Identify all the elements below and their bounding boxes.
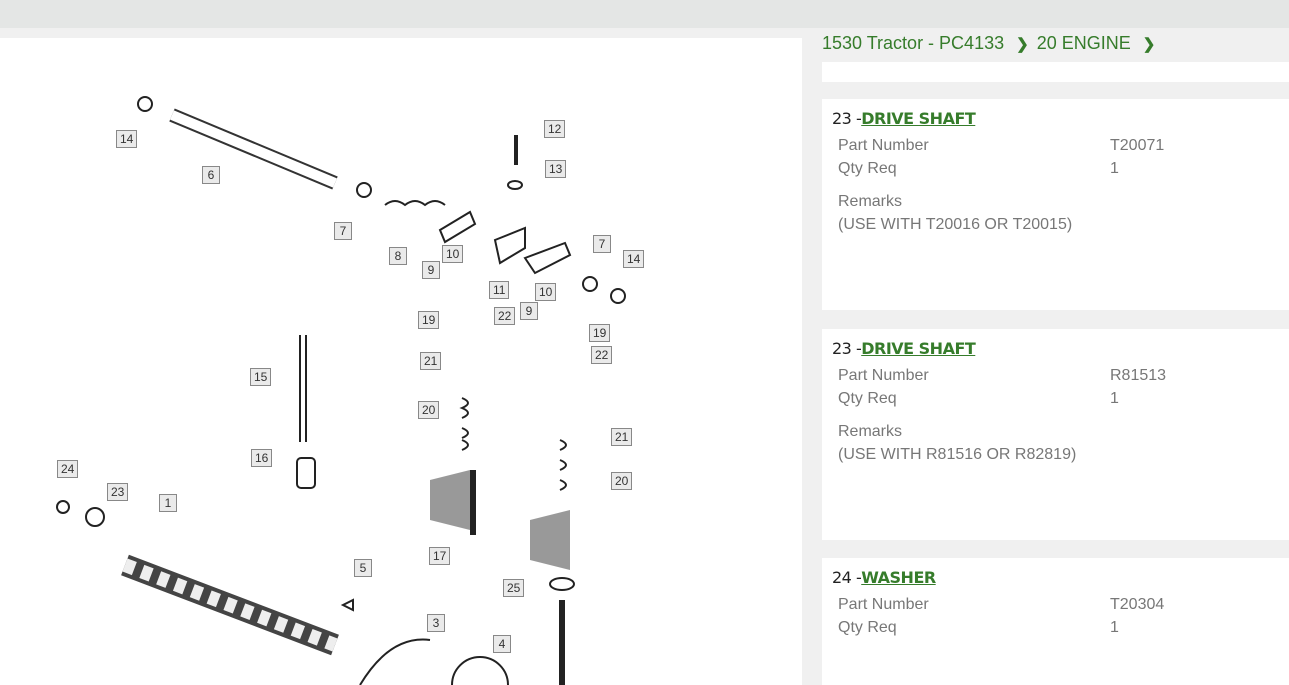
spacer-panel xyxy=(822,62,1289,82)
callout-label[interactable]: 11 xyxy=(489,281,510,299)
part-number-label: Part Number xyxy=(838,367,929,384)
top-bar xyxy=(0,0,1289,28)
callout-label[interactable]: 15 xyxy=(250,368,272,386)
part-number-label: Part Number xyxy=(838,596,929,613)
callout-label[interactable]: 9 xyxy=(422,261,440,279)
part-name-link[interactable]: DRIVE SHAFT xyxy=(861,339,976,358)
qty-label: Qty Req xyxy=(838,160,897,177)
callout-label[interactable]: 16 xyxy=(251,449,273,467)
callout-label[interactable]: 22 xyxy=(494,307,516,325)
callout-label[interactable]: 13 xyxy=(545,160,567,178)
qty-value: 1 xyxy=(1110,390,1119,407)
remarks-label: Remarks xyxy=(838,423,903,440)
part-item-number: 24 - xyxy=(832,568,862,587)
part-card: 24 -WASHER Part Number T20304 Qty Req 1 xyxy=(822,558,1289,685)
callout-label[interactable]: 20 xyxy=(418,401,440,419)
callout-label[interactable]: 7 xyxy=(593,235,611,253)
chevron-right-icon: ❯ xyxy=(1016,35,1029,53)
qty-label: Qty Req xyxy=(838,390,897,407)
callout-label[interactable]: 14 xyxy=(116,130,138,148)
qty-label: Qty Req xyxy=(838,619,897,636)
exploded-view-drawing xyxy=(56,96,626,685)
qty-value: 1 xyxy=(1110,160,1119,177)
callout-label[interactable]: 10 xyxy=(442,245,464,263)
callout-label[interactable]: 19 xyxy=(418,311,440,329)
callout-label[interactable]: 21 xyxy=(611,428,633,446)
callout-label[interactable]: 23 xyxy=(107,483,129,501)
part-name-link[interactable]: WASHER xyxy=(861,568,936,587)
part-number-value: T20071 xyxy=(1110,137,1165,154)
callout-label[interactable]: 25 xyxy=(503,579,525,597)
remarks-value: (USE WITH T20016 OR T20015) xyxy=(838,216,1073,233)
callout-label[interactable]: 1 xyxy=(159,494,177,512)
remarks-value: (USE WITH R81516 OR R82819) xyxy=(838,446,1077,463)
callout-label[interactable]: 3 xyxy=(427,614,445,632)
part-name-link[interactable]: DRIVE SHAFT xyxy=(861,109,976,128)
callout-label[interactable]: 4 xyxy=(493,635,511,653)
part-number-value: R81513 xyxy=(1110,367,1167,384)
chevron-right-icon: ❯ xyxy=(1142,35,1156,53)
remarks-label: Remarks xyxy=(838,193,903,210)
part-item-number: 23 - xyxy=(832,339,862,358)
part-card: 23 -DRIVE SHAFT Part Number R81513 Qty Re… xyxy=(822,329,1289,540)
callout-label[interactable]: 10 xyxy=(535,283,557,301)
callout-label[interactable]: 5 xyxy=(354,559,372,577)
breadcrumb: 1530 Tractor - PC4133 ❯ 20 ENGINE ❯ xyxy=(822,33,1155,54)
callout-label[interactable]: 7 xyxy=(334,222,352,240)
callout-label[interactable]: 12 xyxy=(544,120,566,138)
part-number-label: Part Number xyxy=(838,137,929,154)
callout-label[interactable]: 9 xyxy=(520,302,538,320)
part-card: 23 -DRIVE SHAFT Part Number T20071 Qty Re… xyxy=(822,99,1289,310)
callout-label[interactable]: 21 xyxy=(420,352,442,370)
breadcrumb-item-engine[interactable]: 20 ENGINE xyxy=(1036,33,1131,53)
breadcrumb-item-tractor[interactable]: 1530 Tractor - PC4133 xyxy=(822,33,1005,53)
callout-label[interactable]: 19 xyxy=(589,324,611,342)
qty-value: 1 xyxy=(1110,619,1119,636)
callout-label[interactable]: 6 xyxy=(202,166,220,184)
part-number-value: T20304 xyxy=(1110,596,1165,613)
part-item-number: 23 - xyxy=(832,109,862,128)
callout-label[interactable]: 20 xyxy=(611,472,633,490)
callout-label[interactable]: 8 xyxy=(389,247,407,265)
callout-label[interactable]: 22 xyxy=(591,346,613,364)
callout-label[interactable]: 17 xyxy=(429,547,451,565)
callout-label[interactable]: 24 xyxy=(57,460,79,478)
callout-label[interactable]: 14 xyxy=(623,250,645,268)
